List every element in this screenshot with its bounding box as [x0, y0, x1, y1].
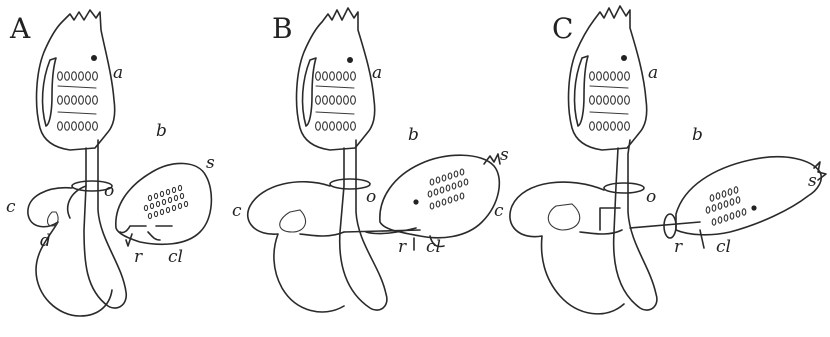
stolon	[340, 140, 387, 310]
panel-label-a: A	[9, 12, 31, 45]
stolon	[84, 140, 126, 308]
stolon	[614, 140, 657, 310]
label-a: a	[648, 63, 658, 83]
lateral-fold	[575, 56, 588, 126]
label-s: s	[206, 153, 215, 173]
label-c: c	[6, 197, 16, 217]
body-a-outline	[297, 8, 375, 150]
lateral-fold	[43, 58, 56, 126]
eye-spot	[91, 55, 97, 61]
label-b: b	[692, 125, 703, 145]
label-c: c	[232, 201, 242, 221]
loop-c	[248, 182, 344, 312]
panel-label-c: C	[552, 12, 573, 45]
label-b: b	[156, 121, 167, 141]
label-r: r	[674, 237, 683, 257]
lateral-fold	[303, 58, 316, 126]
loop-c	[510, 182, 624, 314]
ring	[604, 183, 644, 193]
label-cl: cl	[426, 237, 441, 257]
label-a: a	[113, 63, 123, 83]
label-cl: cl	[716, 237, 731, 257]
label-r: r	[134, 247, 143, 267]
label-a: a	[372, 63, 382, 83]
panel-a: A a b c o s r d cl	[6, 10, 215, 316]
label-o: o	[646, 187, 656, 207]
label-b: b	[408, 125, 419, 145]
label-s: s	[500, 145, 509, 165]
bud-ring	[664, 214, 676, 238]
bud-b	[116, 163, 212, 244]
ring	[330, 179, 370, 189]
label-c: c	[494, 201, 504, 221]
label-d: d	[40, 231, 51, 251]
panel-label-b: B	[272, 12, 293, 45]
label-o: o	[366, 187, 376, 207]
bud-b	[676, 157, 821, 235]
panel-c: C a b c o s r cl	[494, 6, 826, 314]
label-r: r	[398, 237, 407, 257]
bud-b	[380, 155, 500, 238]
label-cl: cl	[168, 247, 183, 267]
bud-eye-spot	[413, 199, 418, 204]
label-s: s	[808, 171, 817, 191]
bud-eye-spot	[751, 205, 756, 210]
eye-spot	[347, 57, 353, 63]
panel-b: B a b c o s r cl	[232, 8, 509, 312]
eye-spot	[621, 55, 627, 61]
label-o: o	[104, 181, 114, 201]
